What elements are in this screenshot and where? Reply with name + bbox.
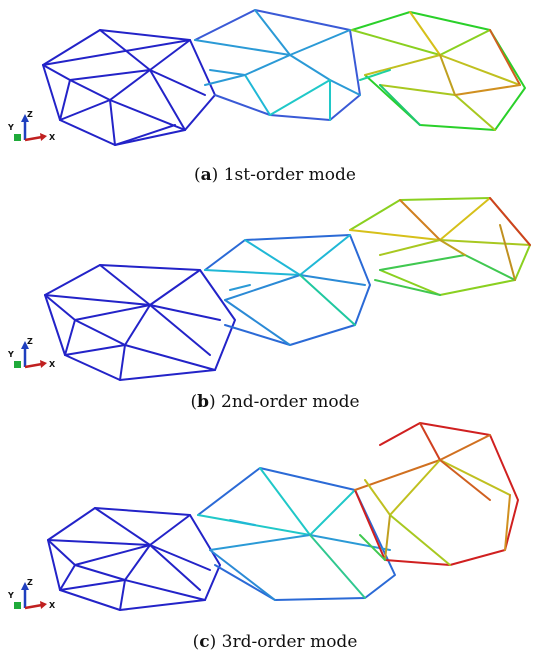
axis-label-y: Y: [7, 350, 14, 359]
axis-label-z: Z: [27, 110, 33, 119]
caption-b: (b) 2nd-order mode: [190, 392, 360, 412]
axis-label-x: X: [49, 133, 56, 142]
panel-c: Z Y X (c) 3rd-order mode: [0, 420, 550, 662]
panel-b: Z Y X (b) 2nd-order mode: [0, 195, 550, 420]
axis-label-z: Z: [27, 578, 33, 587]
axis-label-y: Y: [7, 123, 14, 132]
axis-label-x: X: [49, 601, 56, 610]
caption-a: (a) 1st-order mode: [194, 165, 356, 185]
panel-a: Z Y X (a) 1st-order mode: [0, 0, 550, 195]
block-1-c: [47, 507, 221, 611]
mode-shape-a-wireframe: Z Y X: [7, 9, 526, 146]
block-3-b: [349, 197, 531, 296]
axis-label-y: Y: [7, 591, 14, 600]
mode-shape-c-wireframe: Z Y X: [7, 422, 519, 611]
block-3-a: [351, 11, 526, 131]
axis-label-z: Z: [27, 337, 33, 346]
block-1-a: [42, 29, 216, 146]
mode-shape-b-wireframe: Z Y X: [7, 197, 531, 381]
block-1-b: [44, 264, 236, 381]
block-2-b: [204, 234, 371, 346]
axis-triad-b: Z Y X: [7, 337, 56, 369]
block-2-a: [194, 9, 361, 121]
block-3-c: [354, 422, 519, 566]
caption-c: (c) 3rd-order mode: [192, 632, 358, 652]
axis-label-x: X: [49, 360, 56, 369]
axis-triad-c: Z Y X: [7, 578, 56, 610]
axis-triad-a: Z Y X: [7, 110, 56, 142]
block-2-c: [197, 467, 396, 601]
